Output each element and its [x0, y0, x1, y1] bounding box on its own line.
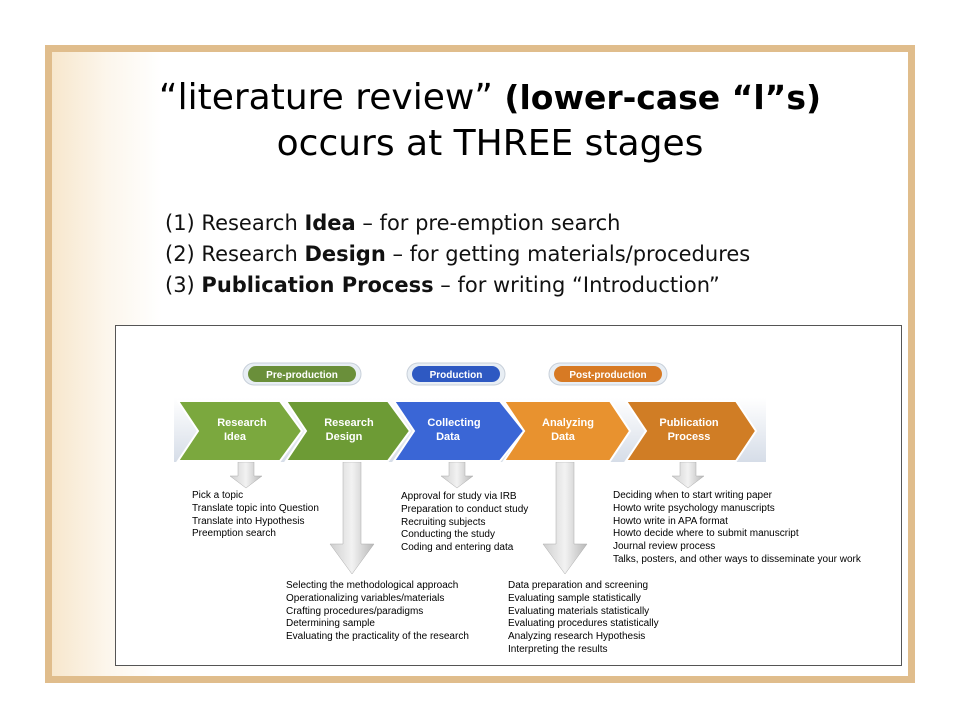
- phase-label: Pre-production: [266, 370, 338, 381]
- phase-pill-production: Production: [406, 362, 506, 386]
- detail-item: Howto write in APA format: [613, 515, 728, 527]
- stage-item-publication: (3) Publication Process – for writing “I…: [165, 273, 720, 297]
- step-analyzing-data: Analyzing Data: [502, 400, 632, 462]
- down-arrow-icon: [671, 461, 705, 489]
- detail-item: Approval for study via IRB: [401, 491, 517, 502]
- detail-item: Operationalizing variables/materials: [286, 592, 445, 604]
- stage-item-design: (2) Research Design – for getting materi…: [165, 242, 751, 266]
- detail-item: Journal review process: [613, 541, 716, 553]
- slide-title: “literature review” (lower-case “l”s) oc…: [90, 75, 890, 167]
- title-line-2: occurs at THREE stages: [276, 123, 704, 164]
- process-flow-graphic: Pre-production Production Post-productio…: [174, 362, 766, 575]
- detail-item: Evaluating the practicality of the resea…: [286, 631, 469, 643]
- detail-item: Conducting the study: [401, 529, 495, 541]
- detail-item: Data preparation and screening: [508, 580, 649, 591]
- stage-item-idea: (1) Research Idea – for pre-emption sear…: [165, 211, 621, 235]
- detail-item: Crafting procedures/paradigms: [286, 605, 424, 617]
- long-down-arrow-icon: [329, 461, 375, 575]
- detail-item: Coding and entering data: [401, 542, 514, 554]
- detail-item: Determining sample: [286, 618, 375, 630]
- stage-list: (1) Research Idea – for pre-emption sear…: [165, 208, 750, 301]
- long-down-arrow-icon: [542, 461, 588, 575]
- svg-text:Research: Research: [324, 417, 374, 429]
- title-line-1: “literature review” (lower-case “l”s): [90, 75, 890, 121]
- down-arrow-icon: [440, 461, 474, 489]
- detail-item: Deciding when to start writing paper: [613, 490, 772, 501]
- detail-item: Pick a topic: [192, 490, 244, 501]
- detail-item: Translate topic into Question: [192, 502, 319, 514]
- svg-text:Research: Research: [217, 417, 267, 429]
- phase-pill-pre-production: Pre-production: [242, 362, 362, 386]
- detail-item: Talks, posters, and other ways to dissem…: [613, 553, 861, 565]
- svg-text:Idea: Idea: [224, 431, 247, 443]
- step-collecting-data: Collecting Data: [392, 400, 526, 462]
- phase-label: Production: [430, 370, 483, 381]
- detail-item: Selecting the methodological approach: [286, 580, 459, 591]
- step-publication-process: Publication Process: [624, 400, 758, 462]
- svg-text:Design: Design: [326, 431, 363, 443]
- detail-item: Translate into Hypothesis: [192, 515, 305, 527]
- phase-label: Post-production: [569, 370, 646, 381]
- title-bold-text: (lower-case “l”s): [504, 78, 822, 117]
- svg-text:Publication: Publication: [659, 417, 719, 429]
- detail-item: Howto decide where to submit manuscript: [613, 528, 799, 540]
- svg-text:Collecting: Collecting: [427, 417, 480, 429]
- detail-item: Recruiting subjects: [401, 516, 486, 528]
- svg-text:Data: Data: [436, 431, 461, 443]
- detail-item: Preemption search: [192, 528, 276, 540]
- down-arrow-icon: [229, 461, 263, 489]
- detail-item: Evaluating sample statistically: [508, 592, 641, 604]
- title-text: “literature review”: [158, 77, 493, 118]
- detail-item: Analyzing research Hypothesis: [508, 631, 646, 643]
- svg-text:Analyzing: Analyzing: [542, 417, 594, 429]
- phase-pill-post-production: Post-production: [548, 362, 668, 386]
- detail-item: Evaluating procedures statistically: [508, 618, 659, 630]
- detail-item: Howto write psychology manuscripts: [613, 502, 775, 514]
- detail-item: Interpreting the results: [508, 643, 608, 655]
- svg-text:Process: Process: [668, 431, 711, 443]
- svg-text:Data: Data: [551, 431, 576, 443]
- research-process-diagram: Pre-production Production Post-productio…: [115, 325, 902, 666]
- detail-item: Evaluating materials statistically: [508, 605, 650, 617]
- step-research-idea: Research Idea: [176, 400, 304, 462]
- detail-item: Preparation to conduct study: [401, 503, 529, 515]
- step-research-design: Research Design: [284, 400, 412, 462]
